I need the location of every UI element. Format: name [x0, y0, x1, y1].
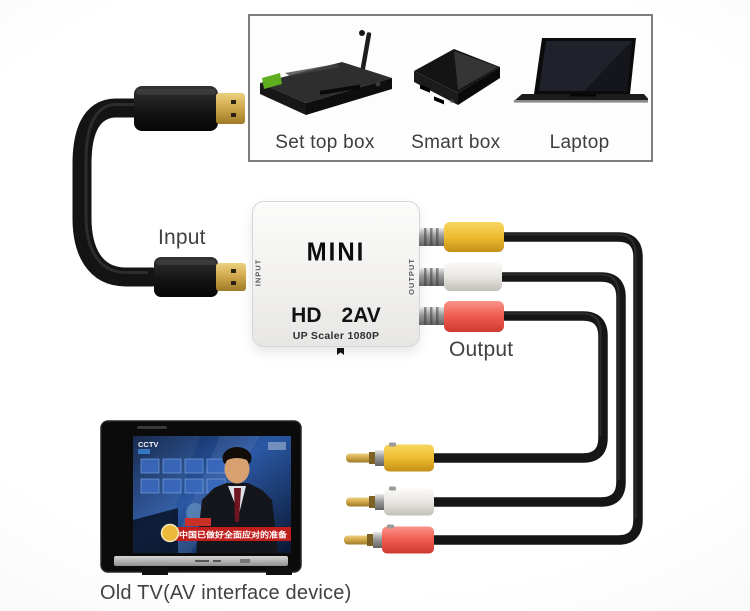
- av-cables: [430, 232, 643, 545]
- hdmi-plug-bottom: [154, 257, 246, 297]
- rca-jack-yellow: [419, 222, 504, 252]
- set-top-box-label: Set top box: [275, 132, 375, 153]
- laptop-label: Laptop: [549, 132, 610, 153]
- device-laptop: Laptop: [512, 16, 648, 160]
- input-annotation: Input: [158, 226, 206, 249]
- av-cable-audio-left: [430, 272, 626, 507]
- hdmi-gold-tip: [216, 263, 246, 291]
- device-set-top-box: Set top box: [250, 16, 400, 160]
- rca-plug-yellow: [346, 442, 434, 472]
- old-tv-annotation: Old TV(AV interface device): [100, 582, 352, 604]
- converter-box: MINI INPUT OUTPUT HD 2AV UP Scaler 1080P: [252, 201, 420, 355]
- tv-channel-logo: CCTV: [138, 440, 158, 449]
- set-top-box-icon: [250, 16, 400, 132]
- tv-foot: [266, 567, 292, 575]
- hdmi-plug-top: [134, 86, 245, 131]
- brand-mark-icon: [337, 348, 344, 355]
- tv-ticker-text: 中国已做好全面应对的准备: [179, 530, 288, 540]
- rca-plug-white: [346, 486, 434, 516]
- rca-jack-red: [419, 301, 504, 332]
- rca-jack-white: [419, 262, 502, 291]
- source-devices-panel: Set top box Smart box: [248, 14, 653, 162]
- converter-model-av: 2AV: [341, 304, 381, 327]
- smart-box-label: Smart box: [411, 132, 501, 153]
- output-annotation: Output: [449, 338, 514, 361]
- tv-badge-icon: [160, 523, 180, 543]
- tv-banner-tag: [185, 518, 211, 526]
- tv-screen: 中国已做好全面应对的准备 CCTV: [133, 436, 291, 553]
- tv-foot: [142, 567, 168, 575]
- tv-ticker-banner: [175, 527, 291, 541]
- device-smart-box: Smart box: [400, 16, 512, 160]
- hdmi-cable-assembly: [72, 86, 246, 297]
- converter-model-hd: HD: [291, 304, 322, 327]
- av-cable-video: [430, 232, 643, 545]
- converter-brand: MINI: [306, 237, 366, 268]
- old-tv: 中国已做好全面应对的准备 CCTV: [100, 420, 302, 580]
- rca-plug-red: [344, 524, 434, 554]
- hdmi-gold-tip: [216, 93, 245, 124]
- converter-subtitle: UP Scaler 1080P: [292, 330, 380, 342]
- smart-box-icon: [400, 16, 512, 132]
- laptop-icon: [512, 16, 648, 132]
- av-cable-audio-right: [430, 311, 608, 463]
